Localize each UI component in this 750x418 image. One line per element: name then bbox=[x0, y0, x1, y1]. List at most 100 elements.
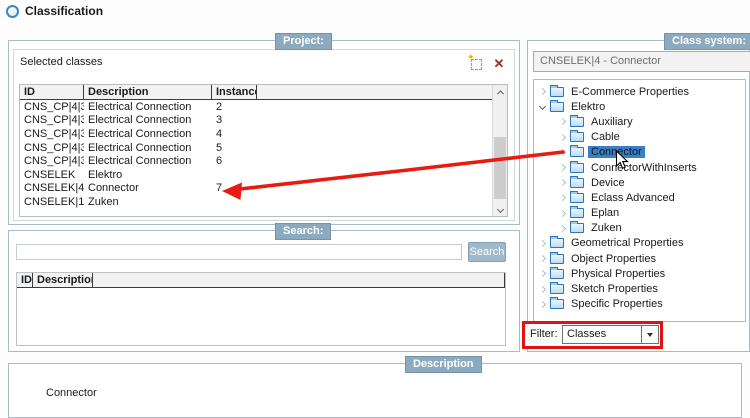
column-header-filler bbox=[257, 85, 494, 99]
filter-dropdown[interactable]: Classes bbox=[562, 325, 659, 344]
folder-icon bbox=[570, 206, 584, 219]
tree-item-label: Sketch Properties bbox=[571, 283, 658, 296]
table-cell: CNS_CP|4|3 bbox=[24, 114, 84, 127]
table-scrollbar[interactable] bbox=[492, 85, 507, 216]
folder-icon bbox=[550, 266, 564, 279]
classification-icon bbox=[6, 4, 19, 18]
chevron-right-icon[interactable] bbox=[558, 118, 567, 126]
class-system-combobox[interactable]: CNSELEK|4 - Connector bbox=[533, 51, 750, 72]
scrollbar-thumb[interactable] bbox=[494, 137, 506, 199]
table-cell: Electrical Connection bbox=[88, 114, 192, 127]
tree-item-specific-properties[interactable]: Specific Properties bbox=[534, 297, 745, 312]
tree-item-label: Specific Properties bbox=[571, 298, 663, 311]
chevron-down-icon[interactable] bbox=[641, 326, 658, 343]
tree-item-eclass-advanced[interactable]: Eclass Advanced bbox=[534, 190, 745, 205]
search-panel: Search: Search ID Description bbox=[8, 223, 520, 352]
tree-item-object-properties[interactable]: Object Properties bbox=[534, 251, 745, 266]
tree-item-connectorwithinserts[interactable]: ConnectorWithInserts bbox=[534, 160, 745, 175]
tree-item-e-commerce-properties[interactable]: E-Commerce Properties bbox=[534, 84, 745, 99]
chevron-right-icon[interactable] bbox=[538, 300, 547, 308]
description-panel: Description Connector bbox=[8, 356, 742, 418]
table-cell: CNSELEK bbox=[24, 168, 76, 181]
search-results-header: ID Description bbox=[17, 273, 505, 288]
column-header-description[interactable]: Description bbox=[84, 85, 212, 99]
folder-icon bbox=[550, 251, 564, 264]
table-cell: CNS_CP|4|3 bbox=[24, 127, 84, 140]
column-header-id[interactable]: ID bbox=[17, 273, 33, 287]
chevron-right-icon[interactable] bbox=[558, 179, 567, 187]
folder-icon bbox=[570, 160, 584, 173]
folder-icon bbox=[570, 145, 584, 158]
chevron-right-icon[interactable] bbox=[538, 270, 547, 278]
search-button[interactable]: Search bbox=[468, 242, 506, 262]
scroll-up-icon[interactable] bbox=[493, 85, 507, 99]
search-panel-badge: Search: bbox=[275, 223, 332, 240]
chevron-right-icon[interactable] bbox=[538, 285, 547, 293]
chevron-right-icon[interactable] bbox=[538, 255, 547, 263]
search-results-table: ID Description bbox=[16, 272, 506, 346]
folder-icon bbox=[570, 190, 584, 203]
chevron-right-icon[interactable] bbox=[558, 194, 567, 202]
filter-highlight-annotation: Filter: Classes bbox=[522, 321, 663, 349]
tree-item-label: Geometrical Properties bbox=[571, 237, 684, 250]
tree-item-geometrical-properties[interactable]: Geometrical Properties bbox=[534, 236, 745, 251]
chevron-right-icon[interactable] bbox=[558, 148, 567, 156]
table-row[interactable]: CNS_CP|4|3 Electrical Connection 4 bbox=[20, 127, 494, 141]
column-header-description[interactable]: Description bbox=[33, 273, 93, 287]
tree-item-label: Zuken bbox=[591, 222, 622, 235]
column-header-id[interactable]: ID bbox=[20, 85, 84, 99]
tree-item-auxiliary[interactable]: Auxiliary bbox=[534, 114, 745, 129]
table-cell: Electrical Connection bbox=[88, 127, 192, 140]
search-input[interactable] bbox=[16, 244, 462, 260]
table-cell: Zuken bbox=[88, 195, 119, 208]
page-title: Classification bbox=[25, 4, 104, 18]
tree-item-label: E-Commerce Properties bbox=[571, 85, 689, 98]
window-header: Classification bbox=[6, 4, 103, 18]
chevron-down-icon[interactable] bbox=[538, 103, 547, 111]
chevron-right-icon[interactable] bbox=[538, 88, 547, 96]
tree-item-connector[interactable]: Connector bbox=[534, 145, 745, 160]
tree-item-elektro[interactable]: Elektro bbox=[534, 99, 745, 114]
new-item-icon[interactable]: ✦ bbox=[467, 52, 484, 71]
scroll-down-icon[interactable] bbox=[493, 202, 507, 216]
folder-icon bbox=[570, 175, 584, 188]
tree-item-label: Connector bbox=[588, 146, 645, 159]
tree-item-cable[interactable]: Cable bbox=[534, 130, 745, 145]
chevron-right-icon[interactable] bbox=[558, 209, 567, 217]
tree-item-physical-properties[interactable]: Physical Properties bbox=[534, 266, 745, 281]
description-text: Connector bbox=[46, 387, 97, 399]
filter-dropdown-value: Classes bbox=[567, 328, 607, 340]
tree-item-sketch-properties[interactable]: Sketch Properties bbox=[534, 281, 745, 296]
tree-item-label: ConnectorWithInserts bbox=[591, 161, 697, 174]
chevron-right-icon[interactable] bbox=[538, 239, 547, 248]
table-cell: CNS_CP|4|3 bbox=[24, 100, 84, 113]
column-header-instance[interactable]: Instance bbox=[212, 85, 257, 99]
folder-icon bbox=[570, 130, 584, 143]
tree-item-device[interactable]: Device bbox=[534, 175, 745, 190]
folder-icon bbox=[550, 84, 564, 97]
table-cell: 2 bbox=[216, 100, 223, 113]
delete-x-icon[interactable]: ✕ bbox=[493, 56, 505, 71]
table-cell: CNS_CP|4|3 bbox=[24, 141, 84, 154]
folder-icon bbox=[550, 236, 564, 249]
table-cell: Electrical Connection bbox=[88, 141, 192, 154]
chevron-right-icon[interactable] bbox=[558, 163, 567, 172]
chevron-right-icon[interactable] bbox=[558, 133, 567, 141]
selected-classes-group: Selected classes ✦ ✕ ID Description Inst… bbox=[13, 49, 515, 221]
project-panel: Project: Selected classes ✦ ✕ ID Descrip… bbox=[8, 33, 520, 225]
folder-icon bbox=[550, 297, 564, 310]
table-cell: 4 bbox=[216, 127, 223, 140]
tree-item-zuken[interactable]: Zuken bbox=[534, 221, 745, 236]
tree-item-eplan[interactable]: Eplan bbox=[534, 206, 745, 221]
chevron-right-icon[interactable] bbox=[558, 224, 567, 232]
tree-item-label: Device bbox=[591, 176, 625, 189]
tree-item-label: Eplan bbox=[591, 207, 620, 220]
